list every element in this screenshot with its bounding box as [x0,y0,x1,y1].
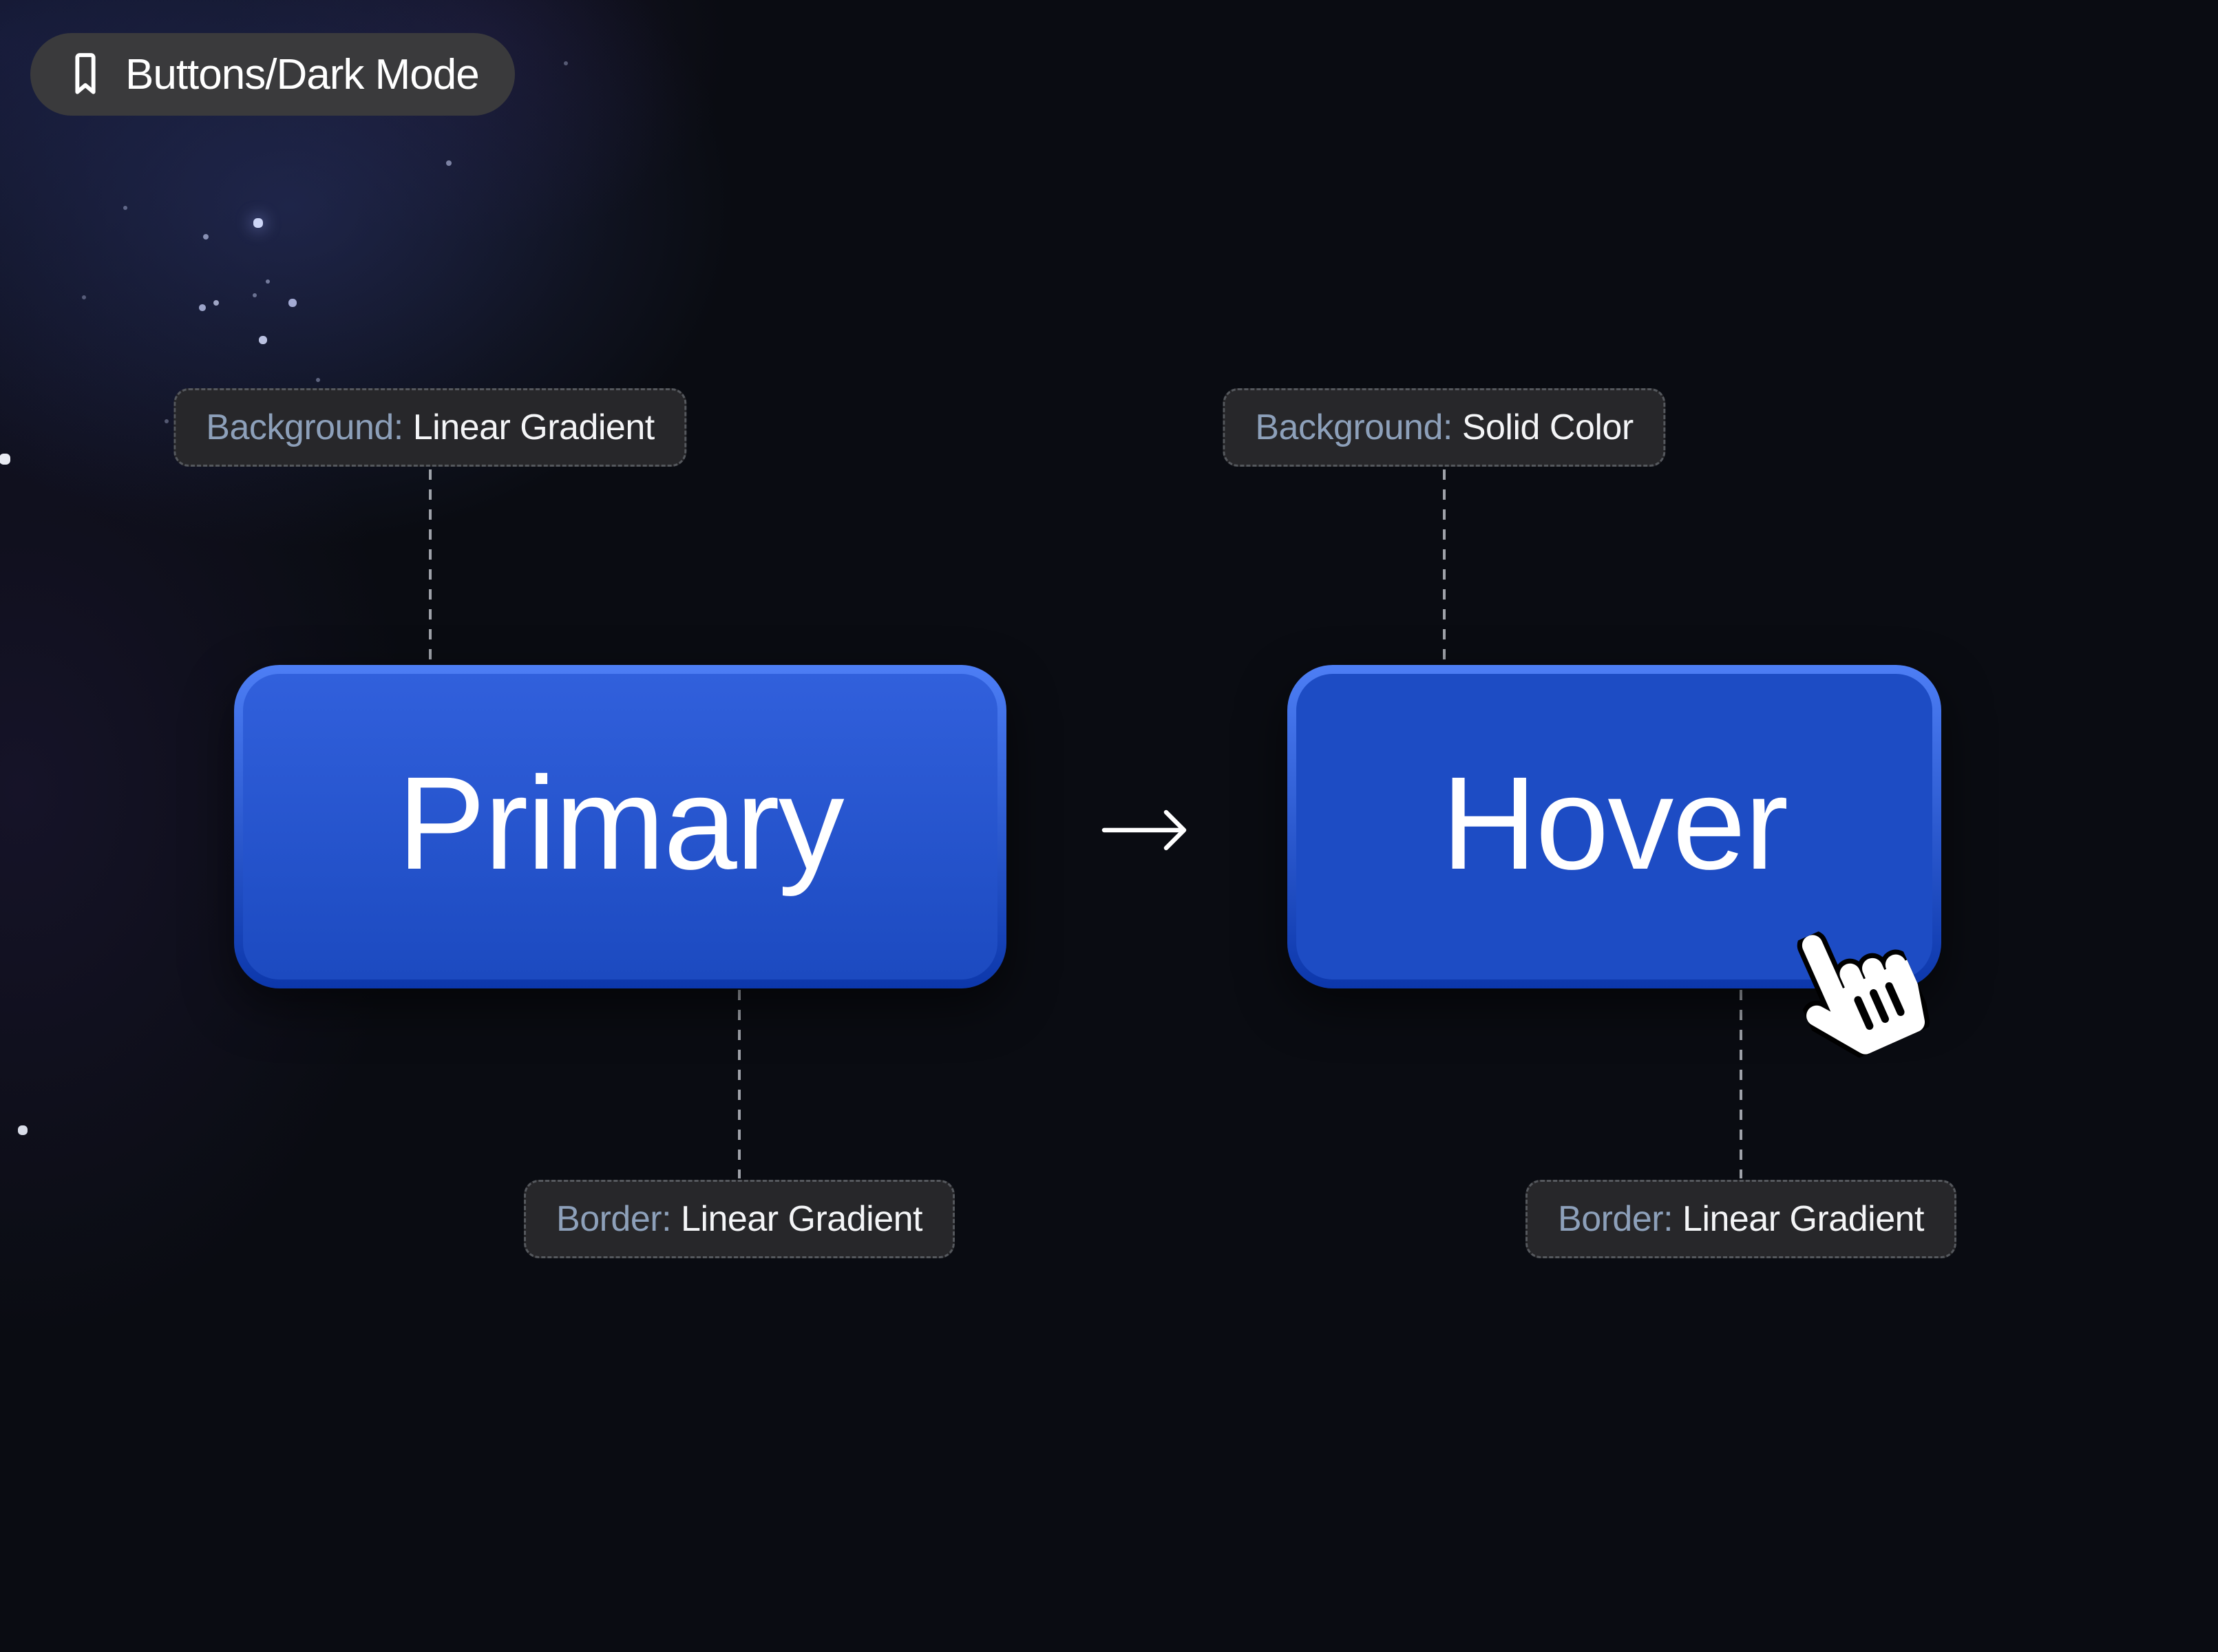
hover-button-label: Hover [1441,749,1788,897]
frame-badge-label: Buttons/Dark Mode [125,50,480,98]
annotation-key: Border: [1558,1199,1673,1239]
frame-badge[interactable]: Buttons/Dark Mode [30,33,515,116]
connector-line [1443,469,1446,664]
annotation-value: Linear Gradient [681,1199,922,1239]
bookmark-icon [75,53,96,94]
annotation-key: Border: [556,1199,672,1239]
connector-line [1740,990,1742,1178]
annotation-key: Background: [206,407,403,447]
primary-button[interactable]: Primary [234,665,1006,988]
annotation-hover-border: Border: Linear Gradient [1525,1180,1956,1258]
primary-button-surface: Primary [243,674,997,979]
annotation-key: Background: [1255,407,1453,447]
starfield-background [0,0,3,3]
annotation-value: Linear Gradient [1682,1199,1924,1239]
hover-button[interactable]: Hover [1287,665,1941,988]
connector-line [738,990,741,1178]
annotation-value: Solid Color [1461,407,1634,447]
hand-pointer-icon [1797,930,1930,1059]
arrow-right-icon [1101,809,1187,851]
hover-button-surface: Hover [1296,674,1932,979]
annotation-primary-border: Border: Linear Gradient [524,1180,955,1258]
annotation-primary-background: Background: Linear Gradient [173,388,687,467]
primary-button-label: Primary [397,749,844,897]
annotation-value: Linear Gradient [412,407,655,447]
connector-line [429,469,432,664]
annotation-hover-background: Background: Solid Color [1223,388,1666,467]
